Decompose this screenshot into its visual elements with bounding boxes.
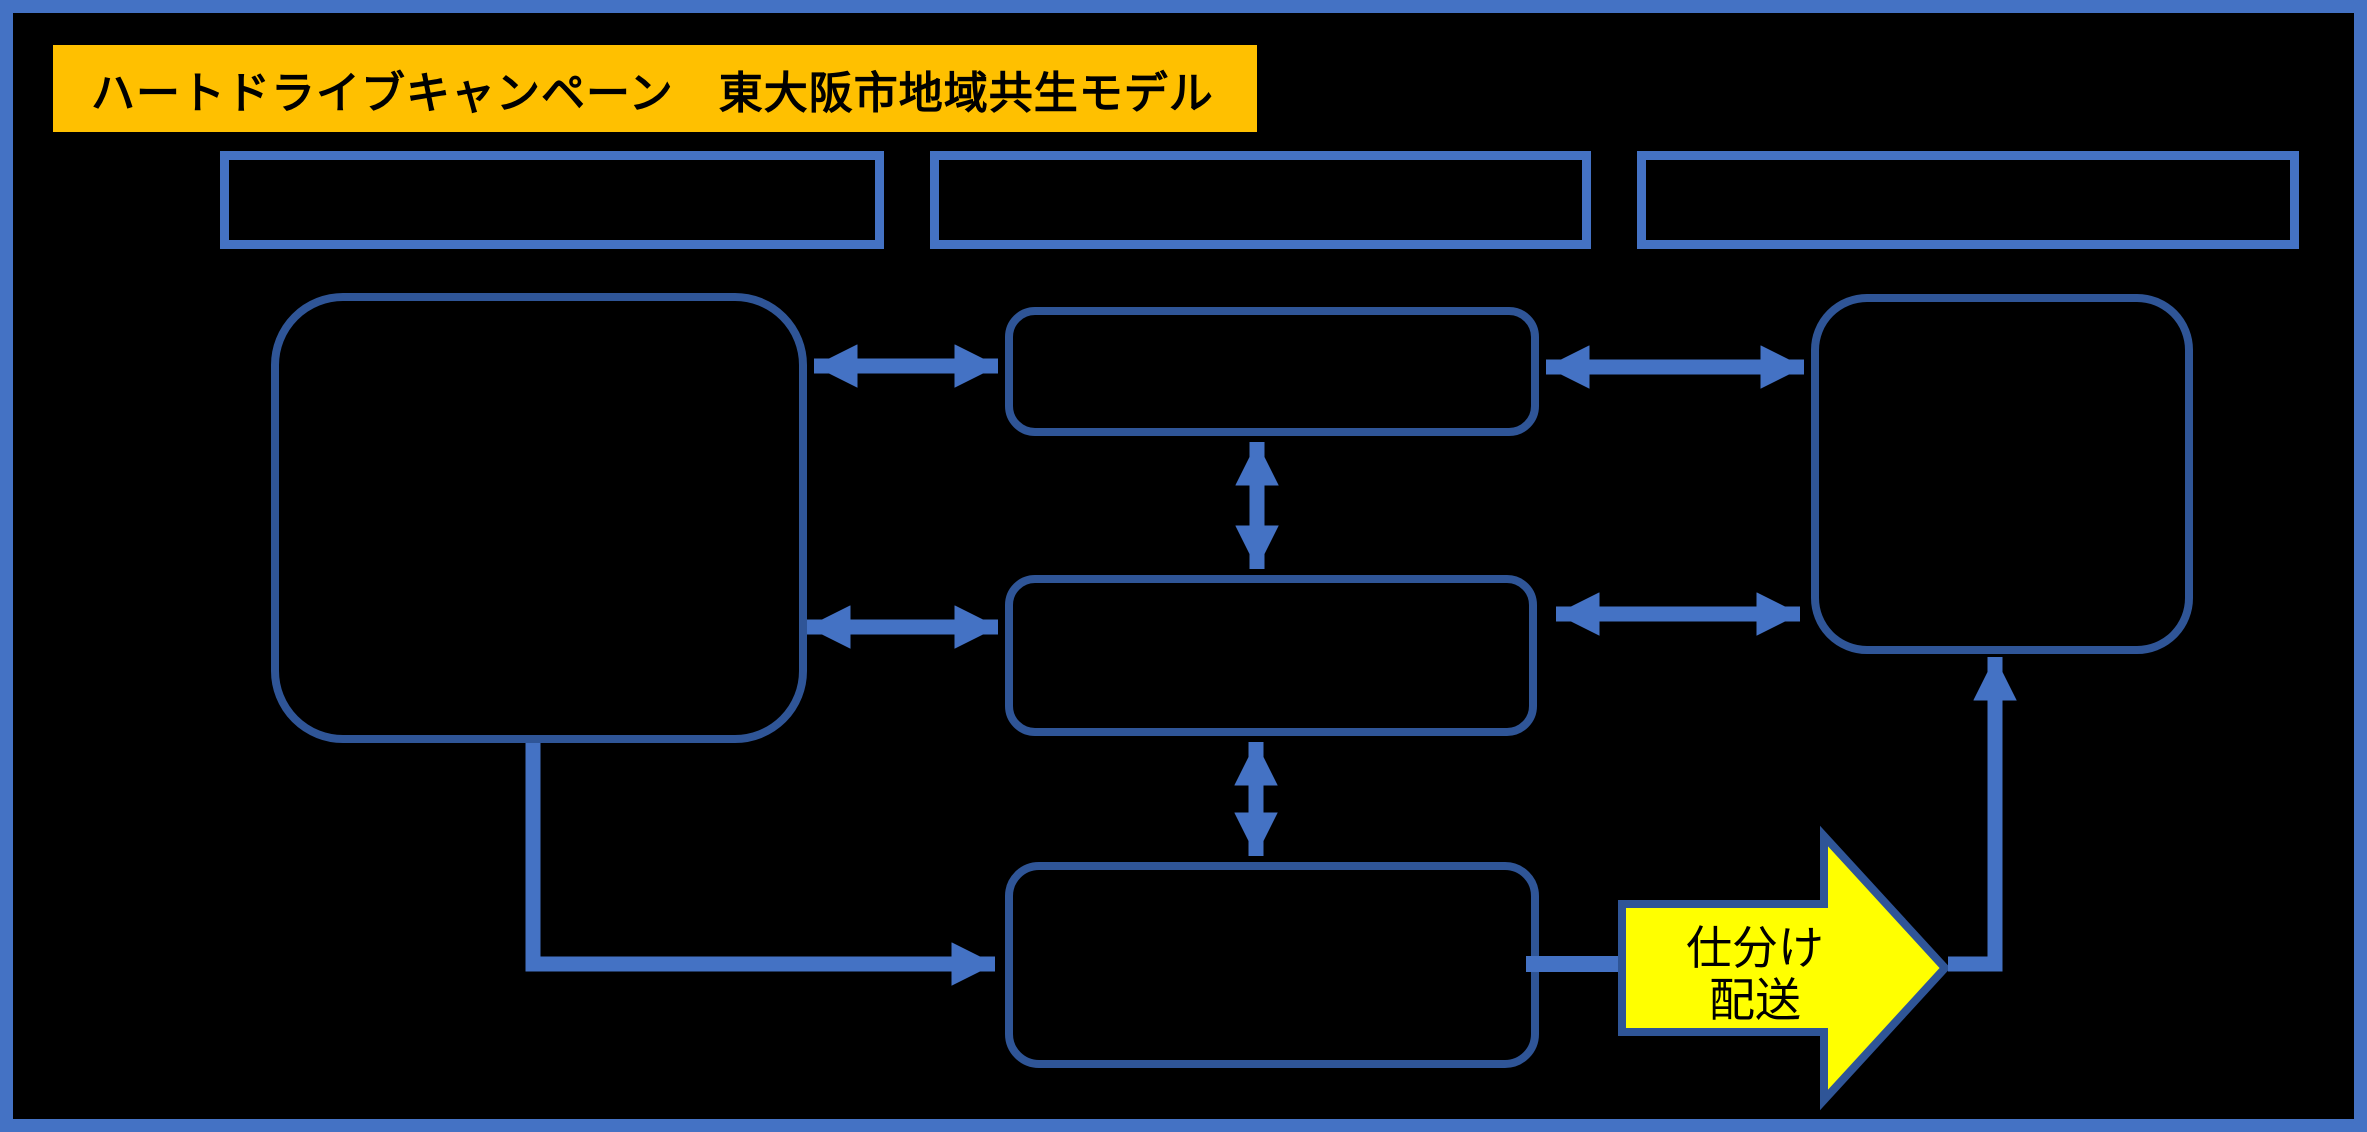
center-top-box xyxy=(1005,307,1539,436)
header-box-right xyxy=(1637,151,2299,249)
title-banner: ハートドライブキャンペーン 東大阪市地域共生モデル xyxy=(53,45,1257,132)
yellow-arrow-label-line1: 仕分け xyxy=(1686,922,1824,974)
yellow-arrow-label: 仕分け 配送 xyxy=(1630,910,1880,1038)
elbow-arrow-yellowarrow-to-right xyxy=(1948,657,2017,972)
elbow-arrow-left-to-centerbottom xyxy=(525,743,995,986)
header-box-center xyxy=(930,151,1591,249)
yellow-arrow-label-line2: 配送 xyxy=(1709,974,1801,1026)
left-large-box xyxy=(271,293,807,743)
center-middle-box xyxy=(1005,575,1537,736)
yellow-block-arrow xyxy=(1618,825,1951,1111)
right-box xyxy=(1811,294,2193,654)
header-box-left xyxy=(220,151,884,249)
